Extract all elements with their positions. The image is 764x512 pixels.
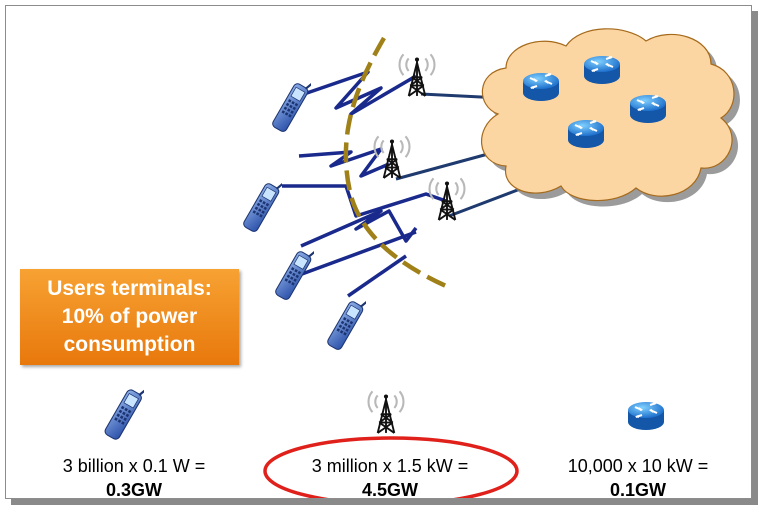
slide-frame: Users terminals: 10% of power consumptio… [5, 5, 752, 499]
terminals-power-formula: 3 billion x 0.1 W = 0.3GW [34, 454, 234, 499]
base-stations-power-formula: 3 million x 1.5 kW = 4.5GW [280, 454, 500, 499]
router-icon [629, 94, 667, 124]
router-icon [522, 72, 560, 102]
core-network-equation: 10,000 x 10 kW = [567, 456, 709, 476]
users-terminals-callout: Users terminals: 10% of power consumptio… [20, 269, 239, 365]
callout-line-1: Users terminals: [47, 277, 212, 300]
base-station-tower-icon [367, 390, 405, 435]
network-cloud-body [481, 28, 735, 202]
router-icon [627, 401, 665, 431]
core-network-power-formula: 10,000 x 10 kW = 0.1GW [538, 454, 738, 499]
mobile-phone-icon [104, 384, 144, 443]
terminals-result: 0.3GW [105, 480, 162, 499]
mobile-phone-icon [271, 78, 311, 135]
wireless-links [282, 70, 447, 298]
core-network-result: 0.1GW [609, 480, 666, 499]
base-stations-equation: 3 million x 1.5 kW = [311, 456, 469, 476]
base-station-tower-icon [398, 53, 436, 98]
mobile-phone-icon [242, 178, 282, 235]
coverage-boundary [343, 36, 447, 289]
base-station-tower-icon [373, 135, 411, 180]
base-stations-result: 4.5GW [361, 480, 418, 499]
callout-line-2: 10% of power [61, 305, 198, 328]
network-diagram [104, 28, 740, 498]
mobile-phone-icon [326, 296, 366, 353]
router-icon [567, 119, 605, 149]
highlight-ellipse [263, 436, 519, 498]
router-icon [583, 55, 621, 85]
callout-line-3: consumption [63, 333, 196, 356]
terminals-equation: 3 billion x 0.1 W = [62, 456, 206, 476]
